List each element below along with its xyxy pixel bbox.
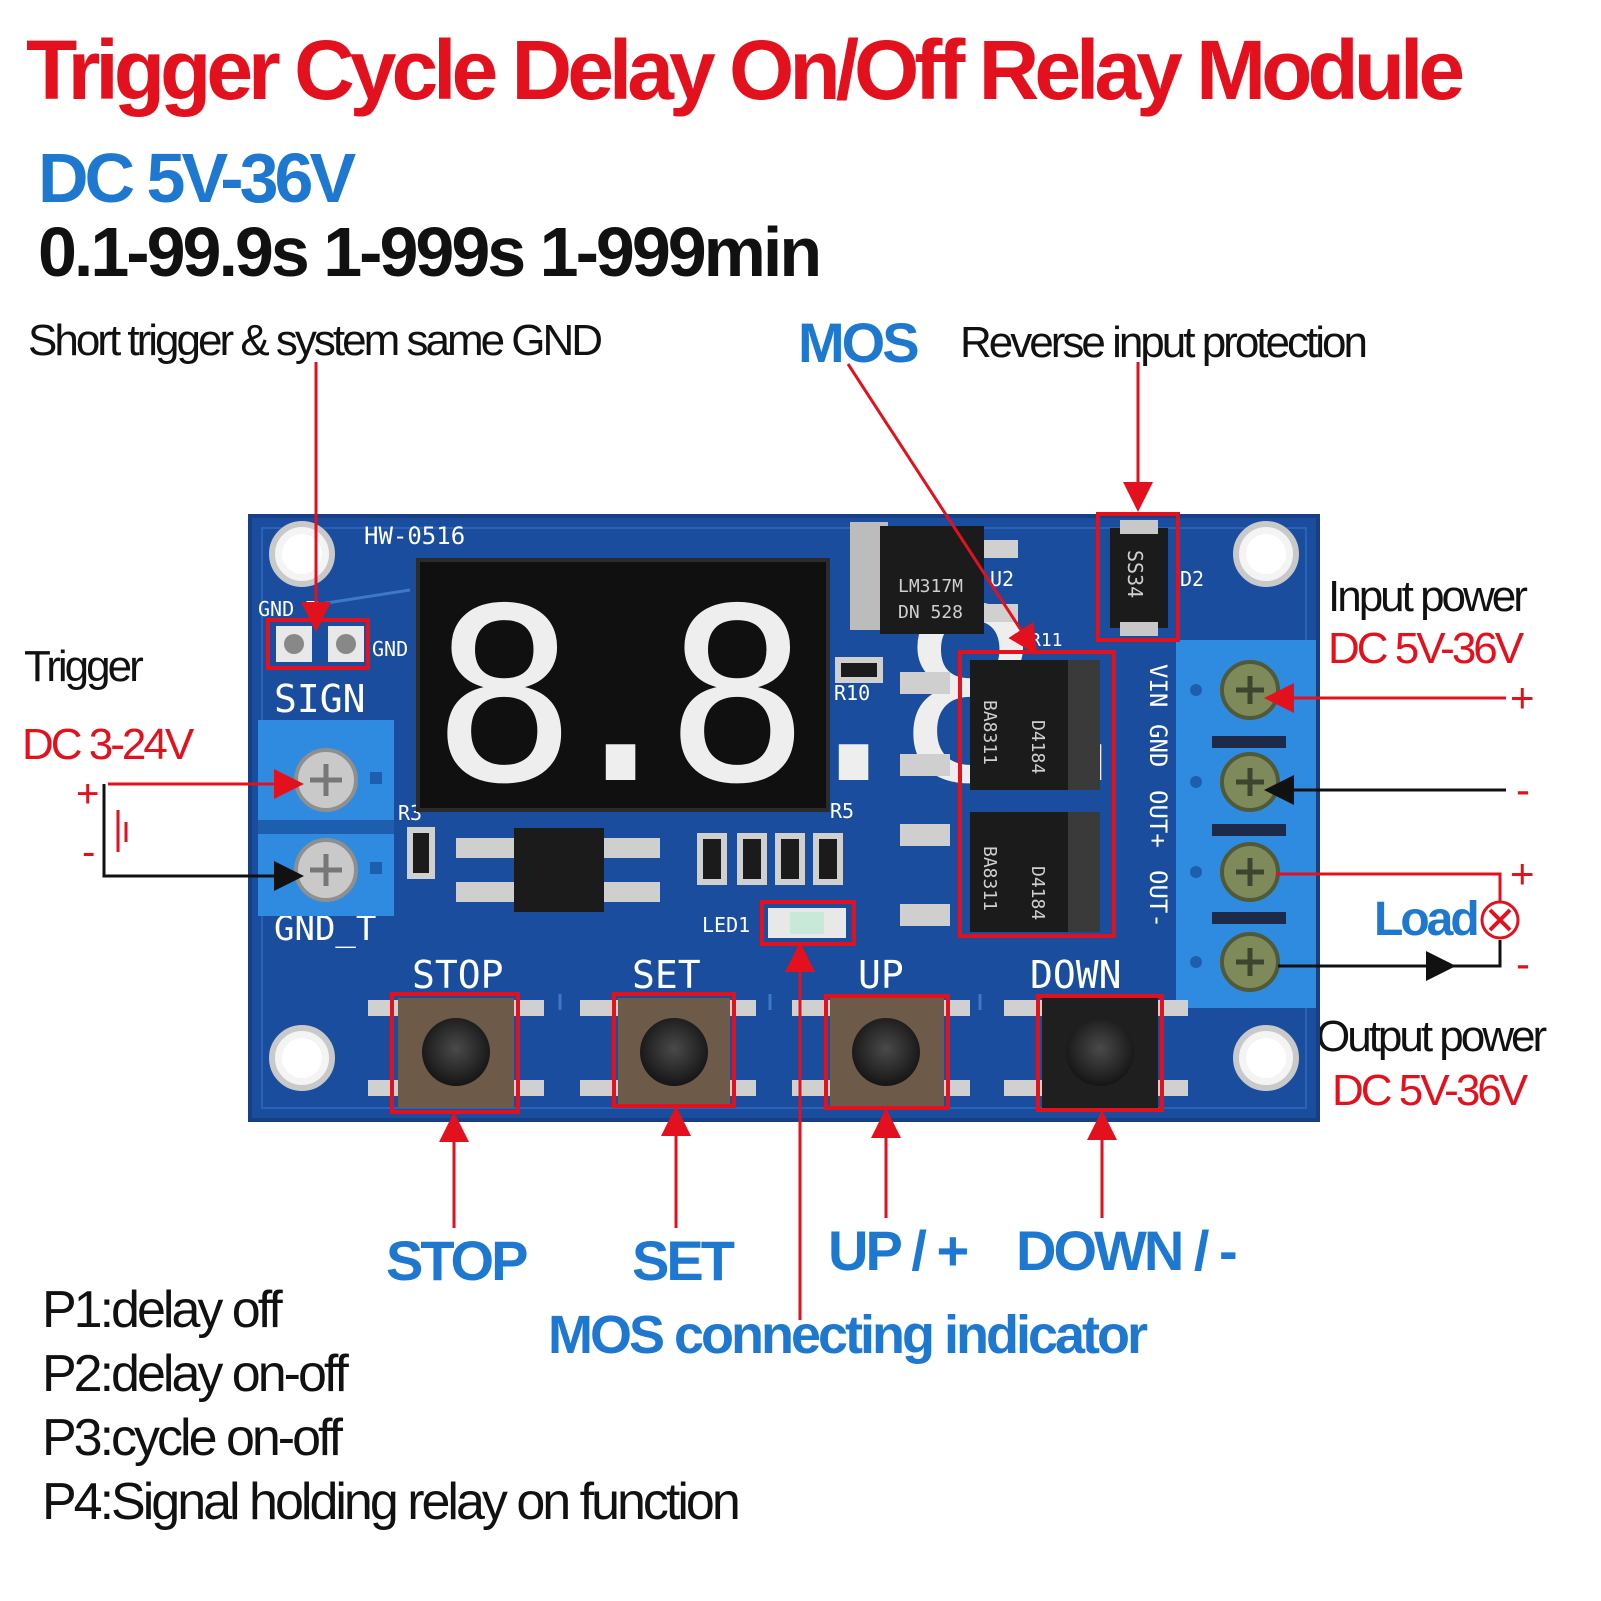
stop-label: STOP bbox=[386, 1229, 528, 1292]
input-plus-label: + bbox=[1510, 674, 1534, 721]
board-model-text: HW-0516 bbox=[364, 522, 465, 550]
power-terminal-block bbox=[1176, 640, 1316, 1008]
optocoupler bbox=[456, 828, 660, 912]
trigger-terminal-block bbox=[258, 720, 394, 916]
regulator-text: LM317M bbox=[898, 576, 963, 597]
mosfet-lower: BA8311 D4184 bbox=[900, 812, 1100, 932]
diode-code-text: SS34 bbox=[1123, 550, 1147, 598]
mos-indicator-label: MOS connecting indicator bbox=[548, 1305, 1148, 1365]
smd-resistors bbox=[407, 657, 883, 885]
page-title: Trigger Cycle Delay On/Off Relay Module bbox=[26, 23, 1465, 117]
regulator-code-text: DN 528 bbox=[898, 602, 963, 623]
trigger-voltage-label: DC 3-24V bbox=[22, 720, 194, 769]
set-label: SET bbox=[632, 1229, 735, 1292]
mos-label: MOS bbox=[798, 311, 920, 374]
load-label: Load bbox=[1374, 893, 1480, 946]
board-d2-text: D2 bbox=[1180, 567, 1204, 591]
mosfet-upper-batch: BA8311 bbox=[979, 700, 1000, 765]
mosfet-upper-code: D4184 bbox=[1027, 720, 1048, 774]
output-voltage-label: DC 5V-36V bbox=[1332, 1066, 1528, 1115]
diode-ss34: SS34 bbox=[1110, 520, 1168, 636]
mos-indicator-led bbox=[768, 908, 846, 938]
reverse-protection-label: Reverse input protection bbox=[960, 318, 1368, 367]
time-ranges: 0.1-99.9s 1-999s 1-999min bbox=[38, 213, 822, 291]
term-out-plus-text: OUT+ bbox=[1144, 790, 1172, 848]
mosfet-lower-code: D4184 bbox=[1027, 866, 1048, 920]
input-power-label: Input power bbox=[1328, 572, 1528, 621]
load-symbol bbox=[1480, 900, 1520, 940]
mosfet-lower-batch: BA8311 bbox=[979, 846, 1000, 911]
mosfet-upper: BA8311 D4184 bbox=[900, 660, 1100, 790]
board-r5-text: R5 bbox=[830, 799, 854, 823]
board-r10-text: R10 bbox=[834, 681, 870, 705]
board-led1-text: LED1 bbox=[702, 913, 750, 937]
short-trigger-label: Short trigger & system same GND bbox=[28, 316, 603, 365]
trigger-label: Trigger bbox=[24, 642, 144, 691]
term-gnd-text: GND bbox=[1144, 724, 1172, 767]
up-label: UP / + bbox=[828, 1219, 969, 1282]
seven-segment-display bbox=[416, 558, 830, 812]
board-gnd-t-text: GND T bbox=[258, 597, 318, 621]
button-stop[interactable] bbox=[368, 998, 544, 1108]
board-set-text: SET bbox=[632, 953, 701, 997]
callout-arrows bbox=[108, 362, 1506, 1320]
mode-p1: P1:delay off bbox=[42, 1281, 283, 1339]
input-minus-label: - bbox=[1516, 766, 1530, 813]
board-sign-text: SIGN bbox=[274, 677, 366, 721]
down-label: DOWN / - bbox=[1016, 1219, 1238, 1282]
load-minus-label: - bbox=[1516, 940, 1530, 987]
mode-p4: P4:Signal holding relay on function bbox=[42, 1473, 741, 1531]
board-gnd-text: GND bbox=[372, 637, 408, 661]
board-down-text: DOWN bbox=[1030, 953, 1122, 997]
board-up-text: UP bbox=[858, 953, 904, 997]
voltage-range: DC 5V-36V bbox=[38, 139, 356, 217]
board-r11-text: R11 bbox=[1030, 630, 1063, 651]
battery-symbol bbox=[116, 810, 128, 852]
mode-p2: P2:delay on-off bbox=[42, 1345, 349, 1403]
term-out-minus-text: OUT- bbox=[1144, 870, 1172, 928]
mode-p3: P3:cycle on-off bbox=[42, 1409, 343, 1467]
button-set[interactable] bbox=[580, 998, 756, 1106]
button-up[interactable] bbox=[792, 998, 970, 1106]
trigger-minus-label: - bbox=[82, 830, 95, 874]
button-down[interactable] bbox=[1004, 998, 1188, 1108]
term-vin-text: VIN bbox=[1144, 664, 1172, 707]
output-power-label: Output power bbox=[1316, 1012, 1547, 1061]
load-plus-label: + bbox=[1510, 850, 1534, 897]
trigger-plus-label: + bbox=[76, 772, 99, 816]
board-stop-text: STOP bbox=[412, 953, 504, 997]
black-wires bbox=[102, 775, 1506, 981]
input-voltage-label: DC 5V-36V bbox=[1328, 624, 1524, 673]
trigger-header bbox=[276, 626, 364, 662]
